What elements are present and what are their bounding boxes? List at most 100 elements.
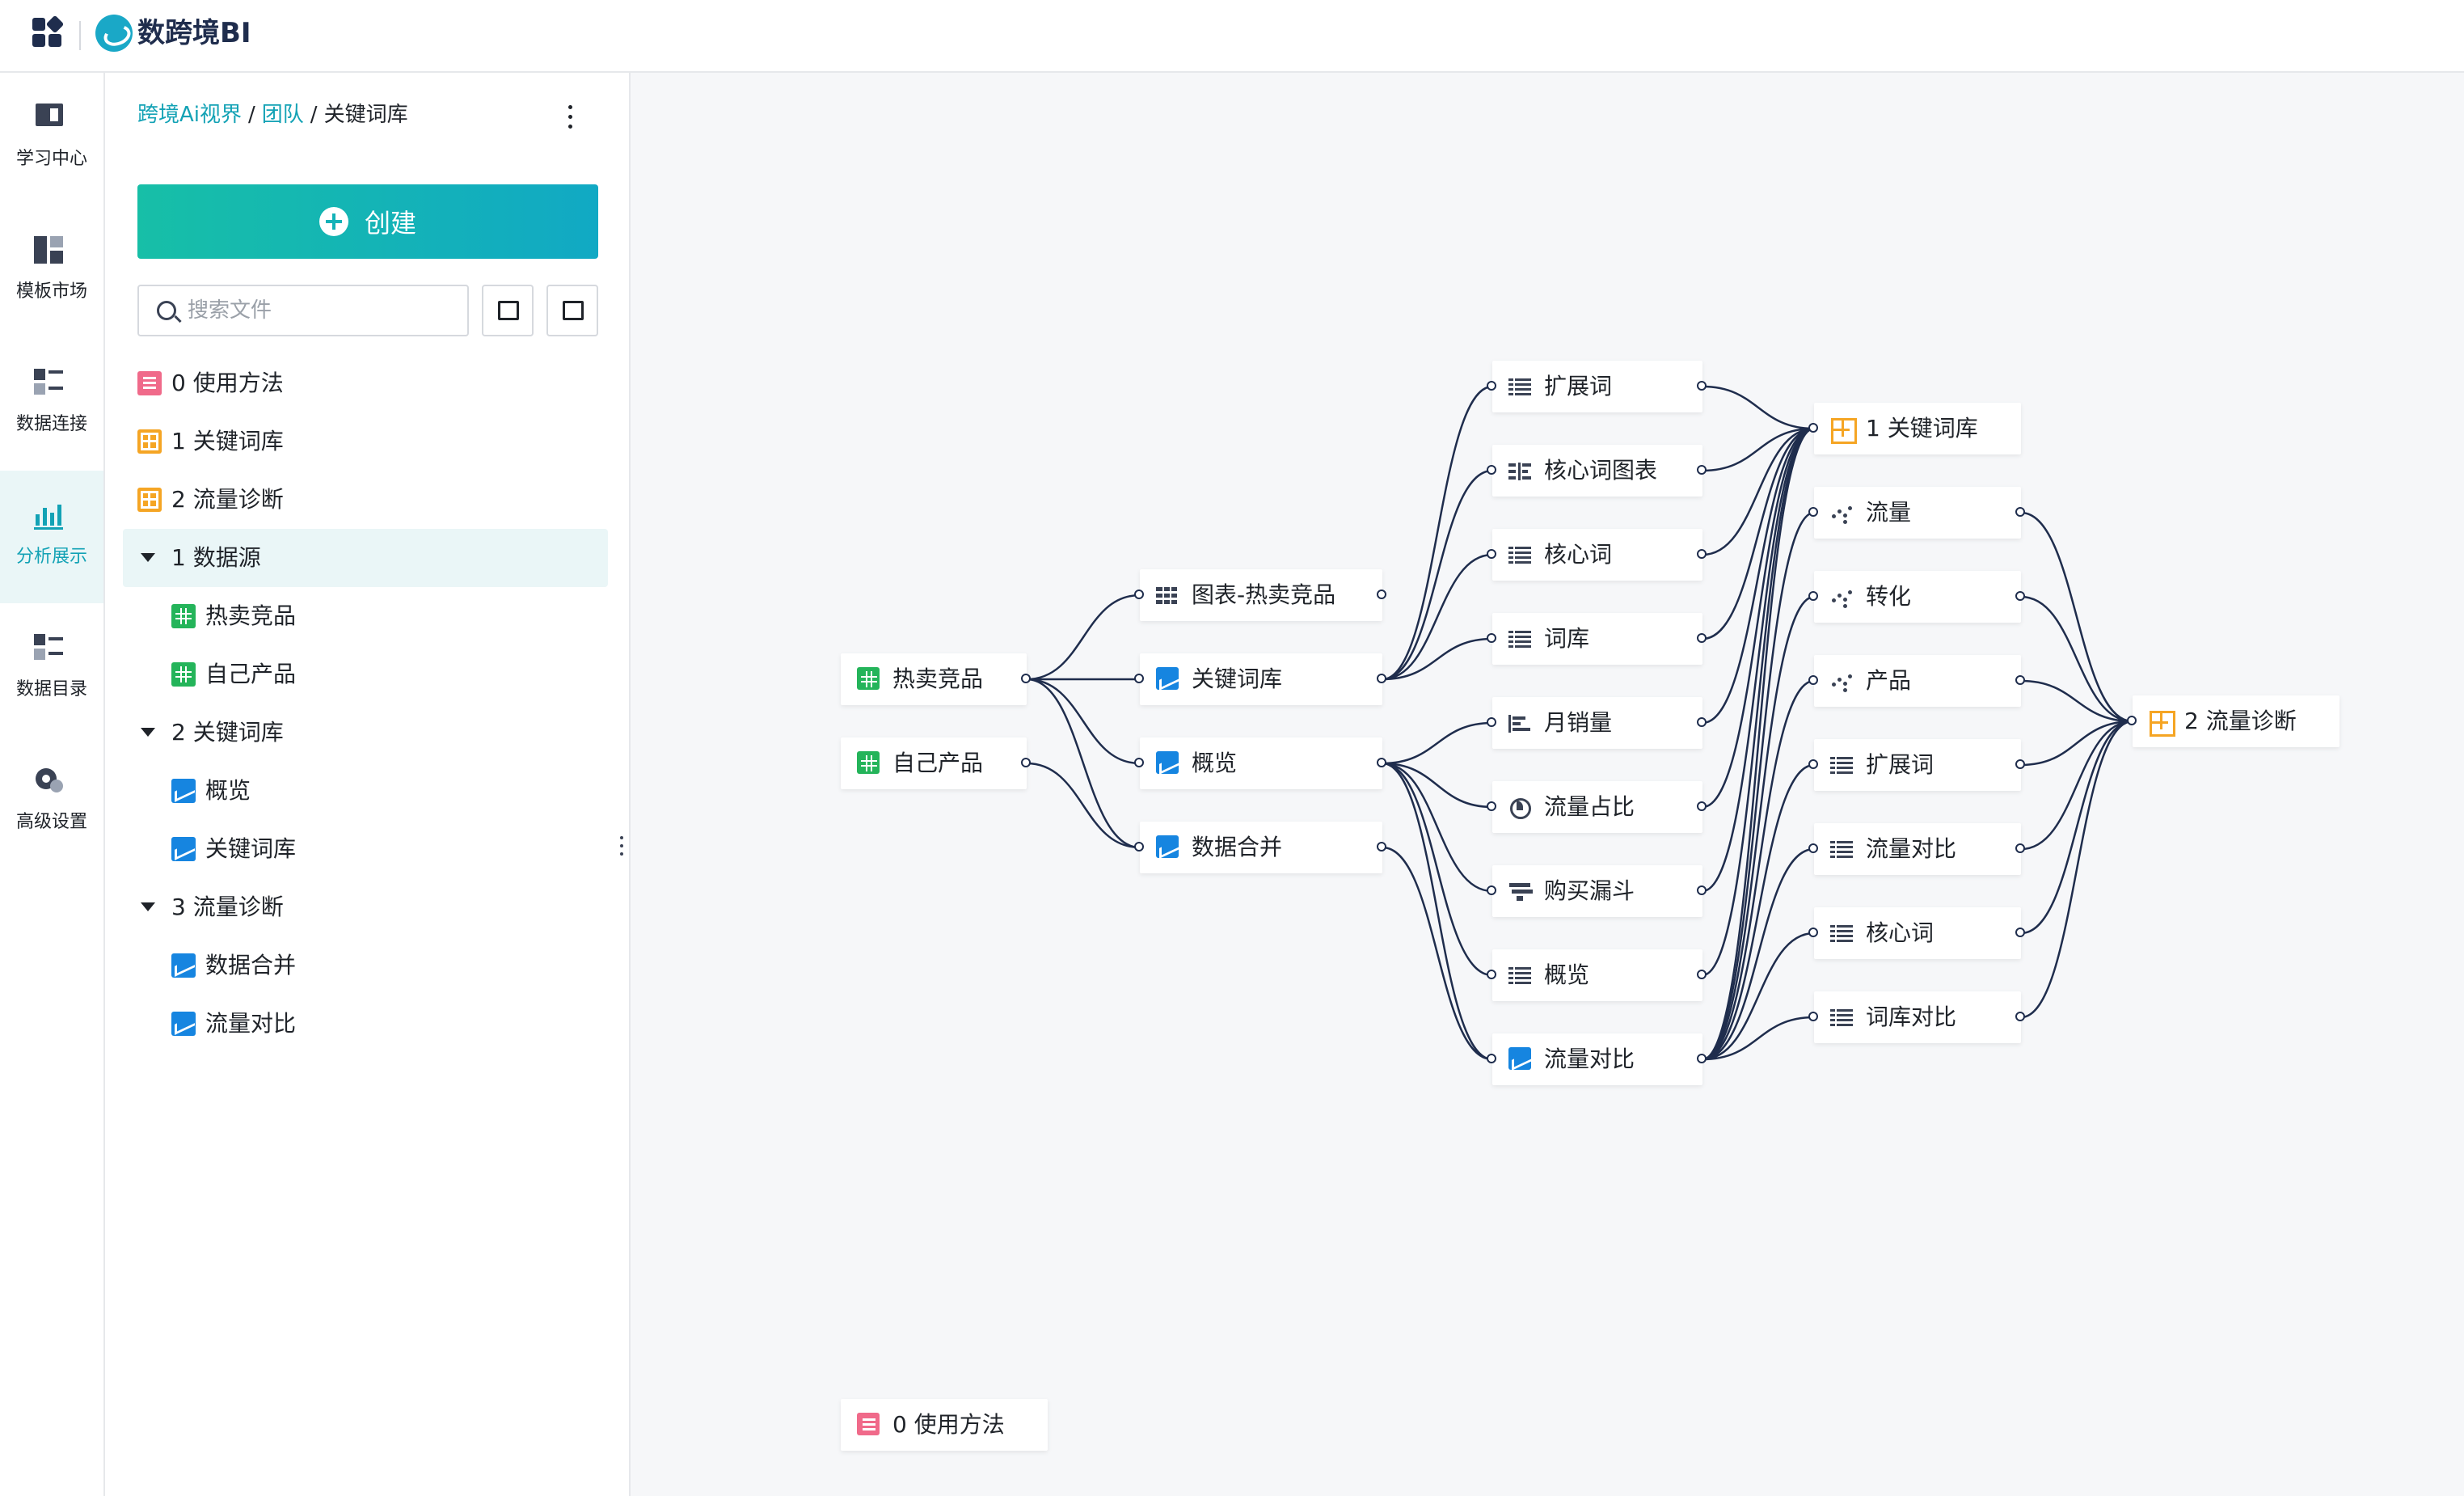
nav-item-analysis[interactable]: 分析展示 — [0, 471, 103, 603]
node-port[interactable] — [1808, 928, 1818, 937]
node-port[interactable] — [1697, 970, 1707, 979]
node-port[interactable] — [1487, 885, 1496, 895]
node-port[interactable] — [2015, 507, 2025, 517]
node-port[interactable] — [1134, 590, 1144, 599]
node-port[interactable] — [1487, 633, 1496, 643]
select-mode-button[interactable] — [482, 285, 534, 336]
node-chart[interactable]: 转化 — [1814, 571, 2021, 623]
node-chart[interactable]: 核心词 — [1814, 907, 2021, 959]
search-input[interactable] — [188, 294, 454, 327]
node-chart[interactable]: 流量对比 — [1814, 823, 2021, 875]
node-port[interactable] — [1808, 675, 1818, 685]
node-chart[interactable]: 扩展词 — [1814, 739, 2021, 791]
node-port[interactable] — [1697, 717, 1707, 727]
node-dataset[interactable]: 数据合并 — [1140, 822, 1382, 873]
tree-item[interactable]: 热卖竞品 — [123, 587, 608, 645]
node-dataset[interactable]: 图表-热卖竞品 — [1140, 569, 1382, 621]
node-port[interactable] — [1808, 591, 1818, 601]
node-document[interactable]: 0 使用方法 — [841, 1399, 1048, 1451]
node-port[interactable] — [1134, 674, 1144, 683]
node-dataset[interactable]: 概览 — [1140, 737, 1382, 789]
tree-folder[interactable]: 3 流量诊断 — [123, 878, 608, 936]
node-port[interactable] — [2015, 675, 2025, 685]
node-port[interactable] — [1808, 843, 1818, 853]
node-port[interactable] — [1487, 1054, 1496, 1063]
node-port[interactable] — [1808, 507, 1818, 517]
create-button[interactable]: 创建 — [137, 184, 598, 259]
node-port[interactable] — [1021, 674, 1031, 683]
node-dataset[interactable]: 关键词库 — [1140, 653, 1382, 705]
caret-down-icon[interactable] — [141, 728, 155, 737]
node-dashboard[interactable]: 1 关键词库 — [1814, 403, 2021, 454]
node-chart[interactable]: 核心词 — [1492, 529, 1702, 581]
node-port[interactable] — [2015, 759, 2025, 769]
more-vertical-icon[interactable] — [566, 104, 574, 131]
breadcrumb-link[interactable]: 跨境Ai视界 — [137, 103, 243, 127]
node-source-hot-products[interactable]: 热卖竞品 — [841, 653, 1027, 705]
node-chart[interactable]: 扩展词 — [1492, 361, 1702, 412]
node-port[interactable] — [1487, 381, 1496, 391]
nav-item-data-connect[interactable]: 数据连接 — [0, 338, 103, 471]
node-chart[interactable]: 流量占比 — [1492, 781, 1702, 833]
node-port[interactable] — [1377, 590, 1386, 599]
caret-down-icon[interactable] — [141, 553, 155, 562]
node-chart[interactable]: 概览 — [1492, 949, 1702, 1001]
nav-item-settings[interactable]: 高级设置 — [0, 736, 103, 868]
node-port[interactable] — [1487, 717, 1496, 727]
nav-item-learning[interactable]: 学习中心 — [0, 73, 103, 205]
node-port[interactable] — [2015, 843, 2025, 853]
node-port[interactable] — [2015, 591, 2025, 601]
tree-item[interactable]: 概览 — [123, 762, 608, 820]
nav-item-templates[interactable]: 模板市场 — [0, 205, 103, 338]
node-port[interactable] — [1487, 801, 1496, 811]
node-chart[interactable]: 词库对比 — [1814, 991, 2021, 1043]
node-port[interactable] — [1487, 970, 1496, 979]
apps-grid-icon[interactable] — [32, 15, 65, 50]
node-dashboard[interactable]: 2 流量诊断 — [2133, 695, 2340, 747]
tree-item[interactable]: 1 关键词库 — [123, 412, 608, 471]
node-chart[interactable]: 购买漏斗 — [1492, 865, 1702, 917]
breadcrumb-link[interactable]: 团队 — [261, 103, 304, 127]
node-chart[interactable]: 产品 — [1814, 655, 2021, 707]
caret-down-icon[interactable] — [141, 902, 155, 911]
node-chart[interactable]: 流量对比 — [1492, 1033, 1702, 1085]
node-port[interactable] — [1134, 842, 1144, 852]
node-port[interactable] — [1377, 842, 1386, 852]
tree-item[interactable]: 自己产品 — [123, 645, 608, 704]
node-port[interactable] — [2015, 1012, 2025, 1021]
tree-item[interactable]: 0 使用方法 — [123, 354, 608, 412]
tree-item[interactable]: 2 流量诊断 — [123, 471, 608, 529]
node-port[interactable] — [1697, 1054, 1707, 1063]
node-port[interactable] — [1697, 801, 1707, 811]
node-port[interactable] — [1487, 549, 1496, 559]
node-port[interactable] — [1697, 465, 1707, 475]
node-port[interactable] — [2127, 716, 2137, 725]
tree-folder[interactable]: 1 数据源 — [123, 529, 608, 587]
node-port[interactable] — [1487, 465, 1496, 475]
node-port[interactable] — [1377, 758, 1386, 767]
tree-item[interactable]: 数据合并 — [123, 936, 608, 995]
lineage-canvas[interactable]: 热卖竞品 自己产品 图表-热卖竞品 关键词库 概览 数据合并 扩展词 核心词图表… — [632, 74, 2464, 1496]
node-port[interactable] — [1697, 885, 1707, 895]
node-port[interactable] — [1377, 674, 1386, 683]
node-port[interactable] — [1697, 381, 1707, 391]
node-chart[interactable]: 核心词图表 — [1492, 445, 1702, 497]
node-chart[interactable]: 流量 — [1814, 487, 2021, 539]
node-port[interactable] — [1808, 1012, 1818, 1021]
node-chart[interactable]: 词库 — [1492, 613, 1702, 665]
node-port[interactable] — [2015, 928, 2025, 937]
nav-item-catalog[interactable]: 数据目录 — [0, 603, 103, 736]
node-port[interactable] — [1697, 633, 1707, 643]
node-port[interactable] — [1134, 758, 1144, 767]
tree-item[interactable]: 关键词库 — [123, 820, 608, 878]
tree-item[interactable]: 流量对比 — [123, 995, 608, 1053]
tree-folder[interactable]: 2 关键词库 — [123, 704, 608, 762]
panel-resize-handle[interactable] — [619, 836, 624, 857]
node-port[interactable] — [1697, 549, 1707, 559]
node-chart[interactable]: 月销量 — [1492, 697, 1702, 749]
node-port[interactable] — [1808, 423, 1818, 433]
node-port[interactable] — [1808, 759, 1818, 769]
node-source-own-products[interactable]: 自己产品 — [841, 737, 1027, 789]
new-folder-button[interactable] — [546, 285, 598, 336]
node-port[interactable] — [1021, 758, 1031, 767]
